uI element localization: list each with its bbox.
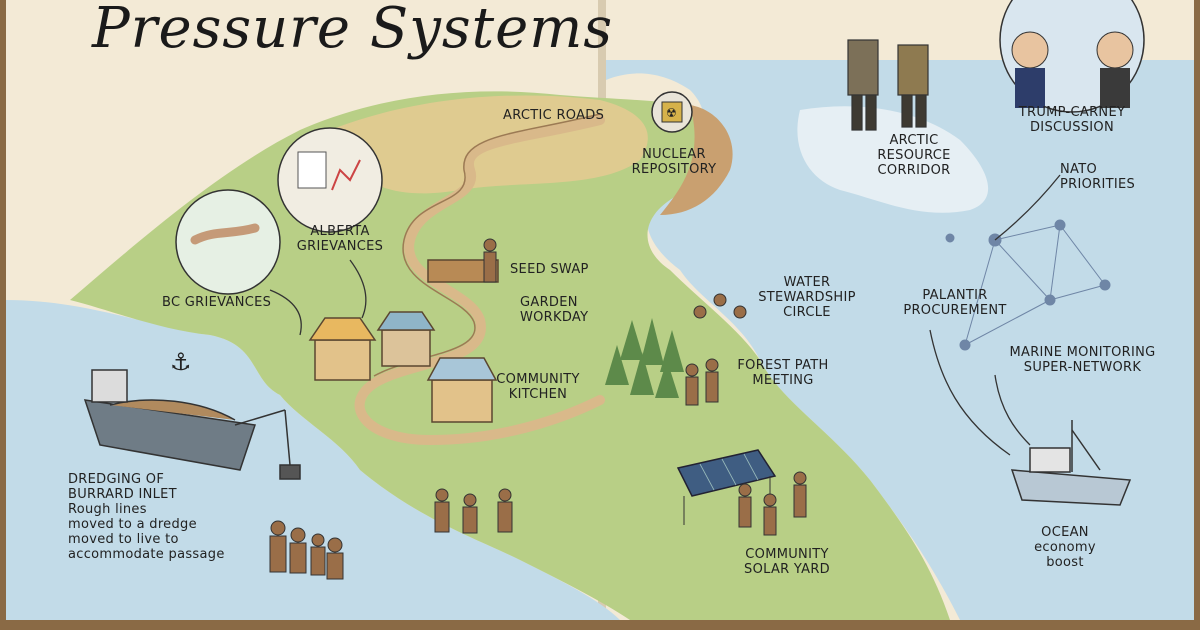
label-seed-swap: SEED SWAP bbox=[510, 262, 589, 277]
label-bc-grievances: BC GRIEVANCES bbox=[162, 295, 272, 310]
cliffs bbox=[660, 105, 733, 215]
label-arctic-resource-corridor: ARCTIC RESOURCE CORRIDOR bbox=[877, 133, 951, 178]
sea-water bbox=[6, 300, 620, 620]
solar-array bbox=[676, 449, 777, 525]
road-edge bbox=[373, 113, 601, 377]
forest bbox=[605, 318, 684, 398]
svg-text:☢: ☢ bbox=[666, 106, 677, 120]
trump-carney-icon bbox=[999, 0, 1145, 113]
bc-grievances-icon bbox=[175, 189, 281, 295]
label-nuclear-repository: NUCLEAR REPOSITORY bbox=[631, 147, 717, 177]
label-alberta-grievances: ALBERTA GRIEVANCES bbox=[296, 224, 384, 254]
arctic-road bbox=[354, 115, 605, 446]
market-stalls bbox=[308, 259, 499, 423]
label-trump-carney-discussion: TRUMP-CARNEY DISCUSSION bbox=[1018, 105, 1126, 135]
fishing-boat bbox=[1010, 420, 1132, 506]
alberta-grievances-icon bbox=[277, 127, 383, 233]
label-forest-path-meeting: FOREST PATH MEETING bbox=[737, 358, 829, 388]
label-dredging-burrard-inlet: DREDGING OF BURRARD INLET Rough lines mo… bbox=[68, 472, 225, 562]
label-water-stewardship-circle: WATER STEWARDSHIP CIRCLE bbox=[758, 275, 856, 320]
arctic-figures bbox=[847, 39, 929, 131]
dredge-ship bbox=[83, 369, 301, 480]
dredge-icon: ⚓ bbox=[170, 348, 192, 376]
page-title: Pressure Systems bbox=[92, 0, 614, 61]
arctic-ice bbox=[797, 106, 989, 213]
annotation-arrows bbox=[269, 174, 1061, 456]
label-garden-workday: GARDEN WORKDAY bbox=[520, 295, 589, 325]
land-mass bbox=[70, 91, 950, 620]
label-community-kitchen: COMMUNITY KITCHEN bbox=[496, 372, 580, 402]
palantir-network bbox=[945, 219, 1111, 351]
label-marine-monitoring-super-network: MARINE MONITORING SUPER-NETWORK bbox=[1009, 345, 1156, 375]
nuclear-repository-icon: ☢ bbox=[651, 91, 693, 133]
label-ocean-economy-boost: OCEAN economy boost bbox=[1034, 525, 1096, 570]
label-arctic-roads: ARCTIC ROADS bbox=[503, 108, 605, 123]
label-community-solar-yard: COMMUNITY SOLAR YARD bbox=[744, 547, 830, 577]
label-palantir-procurement: PALANTIR PROCUREMENT bbox=[903, 288, 1007, 318]
people-groups bbox=[269, 238, 807, 580]
label-nato-priorities: NATO PRIORITIES bbox=[1060, 162, 1136, 192]
